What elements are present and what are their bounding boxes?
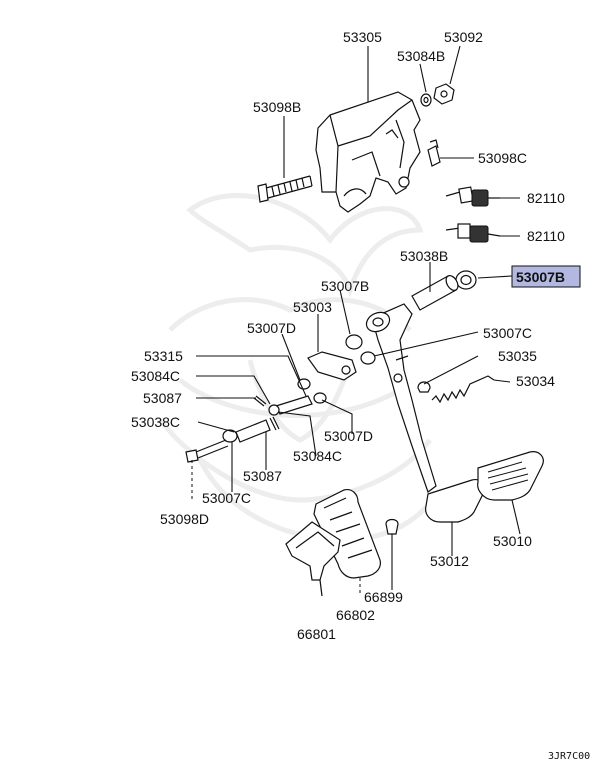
label-53092: 53092 <box>444 29 483 45</box>
label-53084c-bottom: 53084C <box>293 448 342 464</box>
label-82110-upper: 82110 <box>527 190 565 206</box>
bushing-53007c-lower <box>222 429 238 443</box>
label-66801: 66801 <box>297 626 336 642</box>
bolt-53098d <box>185 439 229 500</box>
bushing-53007b <box>455 270 477 290</box>
stopper-53098c <box>427 139 441 167</box>
label-53098b: 53098B <box>253 99 301 115</box>
label-53012: 53012 <box>430 553 469 569</box>
accelerator-pedal-66802 <box>313 489 381 594</box>
label-82110-lower: 82110 <box>527 228 565 244</box>
label-53084b: 53084B <box>397 48 445 64</box>
label-53007d-top: 53007D <box>247 320 296 336</box>
label-53098c: 53098C <box>478 150 527 166</box>
label-53087-left: 53087 <box>143 390 182 406</box>
label-66899: 66899 <box>364 589 403 605</box>
drawing-code: 3JR7C00 <box>548 751 590 762</box>
label-53087-bottom: 53087 <box>243 468 282 484</box>
pedal-support-bracket <box>315 91 421 213</box>
stopper-66899 <box>385 518 399 535</box>
label-53315: 53315 <box>144 348 183 364</box>
label-53305: 53305 <box>343 29 382 45</box>
label-53034: 53034 <box>516 373 555 389</box>
label-53007c-right: 53007C <box>483 325 532 341</box>
bushing-53007b-lower <box>345 334 363 350</box>
clutch-switch-upper <box>445 186 500 207</box>
label-53084c-left: 53084C <box>131 368 180 384</box>
pedal-pad-cover <box>477 451 544 501</box>
leader-lines <box>196 45 521 590</box>
label-53010: 53010 <box>493 533 532 549</box>
return-spring <box>431 375 495 404</box>
label-53098d: 53098D <box>160 511 209 527</box>
nut-53084b <box>420 93 432 107</box>
bushing-53007d-upper <box>297 378 311 390</box>
label-53038b: 53038B <box>400 248 448 264</box>
pipe-53038c <box>235 419 271 443</box>
clevis-53003 <box>307 351 357 381</box>
label-53003: 53003 <box>293 299 332 315</box>
cotter-pin-53087 <box>253 395 267 407</box>
label-53007c-bottom: 53007C <box>202 490 251 506</box>
label-53035: 53035 <box>498 348 537 364</box>
label-66802: 66802 <box>336 607 375 623</box>
clutch-pedal-arm <box>365 303 437 493</box>
label-53038c: 53038C <box>131 414 180 430</box>
label-53007d-bottom: 53007D <box>324 428 373 444</box>
bolt-53098b <box>257 175 313 203</box>
nut-53092 <box>433 83 455 105</box>
pedal-shaft-pipe <box>411 275 459 311</box>
pedal-bracket-66801 <box>285 521 341 597</box>
highlight-box <box>511 265 581 288</box>
callout-labels: 53305 53092 53084B 53098B 53098C 82110 8… <box>131 29 565 642</box>
washer-53084c <box>268 404 280 416</box>
bushing-53007c <box>360 351 376 365</box>
cotter-pin-lower <box>269 416 280 431</box>
clutch-switch-lower <box>445 223 501 243</box>
link-plate-53315 <box>275 395 313 415</box>
label-53007b-highlighted: 53007B <box>516 269 565 285</box>
label-53007b: 53007B <box>321 278 369 294</box>
